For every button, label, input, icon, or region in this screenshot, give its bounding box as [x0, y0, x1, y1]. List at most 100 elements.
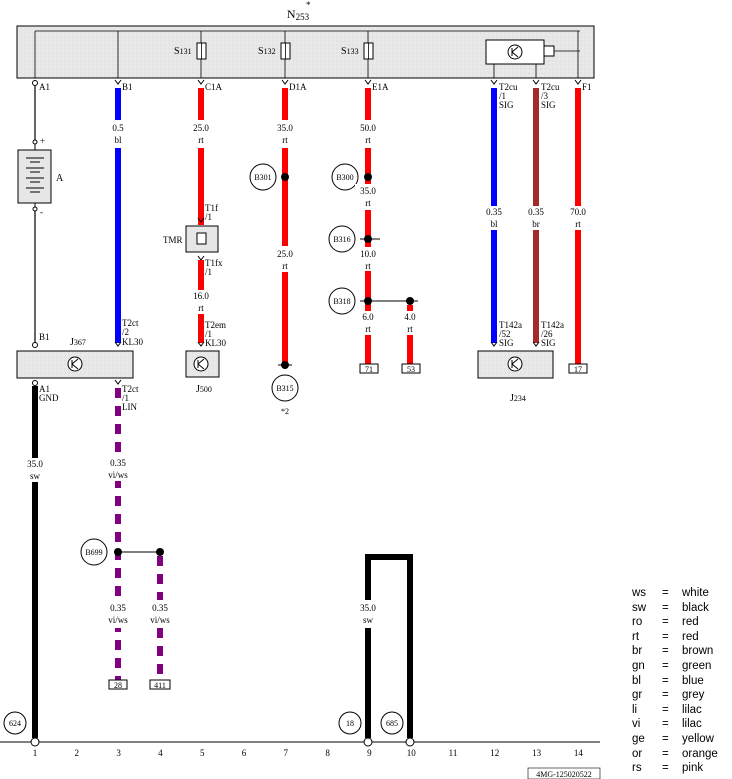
legend-equals: = [662, 674, 669, 687]
pin-t2cu-1-sig: SIG [499, 100, 514, 110]
legend-code: vi [632, 718, 641, 731]
svg-text:35.0: 35.0 [27, 459, 43, 469]
ground-18 [338, 711, 362, 735]
column-number: 1 [33, 748, 38, 758]
legend-name: orange [682, 747, 718, 760]
legend-name: lilac [682, 718, 702, 731]
pin-t2cu-3-sig: SIG [541, 100, 556, 110]
column-number: 4 [158, 748, 163, 758]
svg-text:4.0: 4.0 [404, 312, 416, 322]
module-j367-label: J367 [70, 337, 86, 348]
legend-row: rt = red [632, 630, 718, 645]
column-number: 13 [532, 748, 542, 758]
svg-text:bl: bl [490, 219, 498, 229]
legend-name: red [682, 630, 699, 643]
legend-name: blue [682, 674, 704, 687]
column-number: 10 [407, 748, 417, 758]
svg-text:/26: /26 [541, 329, 553, 339]
svg-text:53: 53 [407, 365, 415, 374]
column-number: 3 [116, 748, 121, 758]
legend-row: sw=black [632, 601, 718, 616]
svg-text:SIG: SIG [499, 338, 514, 348]
svg-text:71: 71 [365, 365, 373, 374]
legend-code: ge [632, 732, 645, 745]
legend-equals: = [662, 689, 669, 702]
svg-text:35.0: 35.0 [277, 123, 293, 133]
legend-code: br [632, 645, 643, 658]
tmr-label: TMR [163, 235, 183, 245]
pin-t2cu-1: T2cu [499, 82, 518, 92]
legend-name: white [682, 587, 709, 599]
point-b316 [328, 225, 356, 253]
svg-text:rt: rt [365, 198, 371, 208]
legend-equals: = [662, 732, 669, 745]
module-j234-label: J234 [510, 393, 526, 404]
column-number: 14 [574, 748, 584, 758]
legend-name: brown [682, 645, 714, 658]
svg-text:/1: /1 [205, 329, 212, 339]
legend-equals: = [662, 747, 669, 760]
ground-685 [380, 711, 404, 735]
column-number: 8 [325, 748, 330, 758]
legend-code: ws [632, 587, 647, 599]
legend-row: gr=grey [632, 688, 718, 703]
legend-code: gn [632, 659, 645, 672]
svg-text:/1: /1 [205, 212, 212, 222]
pin-a1: A1 [39, 82, 50, 92]
svg-text:vi/ws: vi/ws [108, 615, 128, 625]
svg-text:B316: B316 [333, 235, 350, 244]
legend-code: rs [632, 762, 642, 775]
svg-text:411: 411 [154, 681, 166, 690]
svg-text:T1f: T1f [205, 203, 218, 213]
svg-text:685: 685 [386, 719, 398, 728]
terminal-411 [149, 679, 171, 690]
svg-text:GND: GND [39, 393, 59, 403]
svg-text:-: - [40, 207, 43, 217]
svg-text:vi/ws: vi/ws [150, 615, 170, 625]
svg-text:vi/ws: vi/ws [108, 470, 128, 480]
legend-equals: = [662, 601, 669, 614]
legend-row: or=orange [632, 747, 718, 762]
svg-text:/2: /2 [122, 327, 129, 337]
svg-text:rt: rt [575, 219, 581, 229]
pin-d1a: D1A [289, 82, 307, 92]
point-b699 [80, 538, 108, 566]
svg-text:rt: rt [365, 135, 371, 145]
ref-code-box [527, 767, 601, 779]
legend-code: bl [632, 674, 641, 687]
svg-text:B315: B315 [276, 384, 293, 393]
legend-name: grey [682, 689, 705, 702]
legend-name: yellow [682, 732, 714, 745]
fuse-s132-label: S132 [258, 46, 276, 57]
svg-text:70.0: 70.0 [570, 207, 586, 217]
column-number: 2 [75, 748, 80, 758]
svg-text:*2: *2 [281, 407, 289, 416]
svg-text:0.35: 0.35 [528, 207, 544, 217]
legend-name: black [682, 601, 709, 614]
svg-text:18: 18 [346, 719, 354, 728]
point-b318 [328, 287, 356, 315]
svg-text:T142a: T142a [499, 320, 522, 330]
legend-equals: = [662, 630, 669, 643]
svg-text:624: 624 [9, 719, 21, 728]
legend-equals: = [662, 659, 669, 672]
pin-t2cu-1-sub: /1 [499, 91, 506, 101]
fuse-s131-label: S131 [174, 46, 192, 57]
legend-row: rs=pink [632, 761, 718, 776]
legend-code: rt [632, 630, 640, 643]
svg-text:25.0: 25.0 [277, 249, 293, 259]
pin-t2cu-3-sub: /3 [541, 91, 549, 101]
svg-text:rt: rt [282, 135, 288, 145]
svg-text:17: 17 [574, 365, 582, 374]
point-b300 [331, 163, 359, 191]
ref-code: 4MG-125020522 [536, 770, 592, 779]
module-j234 [477, 350, 554, 379]
legend-equals: = [662, 718, 669, 731]
svg-text:B300: B300 [336, 173, 353, 182]
svg-text:LIN: LIN [122, 402, 137, 412]
svg-text:0.5: 0.5 [112, 123, 124, 133]
legend-name: red [682, 616, 699, 629]
svg-text:6.0: 6.0 [362, 312, 374, 322]
legend-row: bl = blue [632, 674, 718, 689]
